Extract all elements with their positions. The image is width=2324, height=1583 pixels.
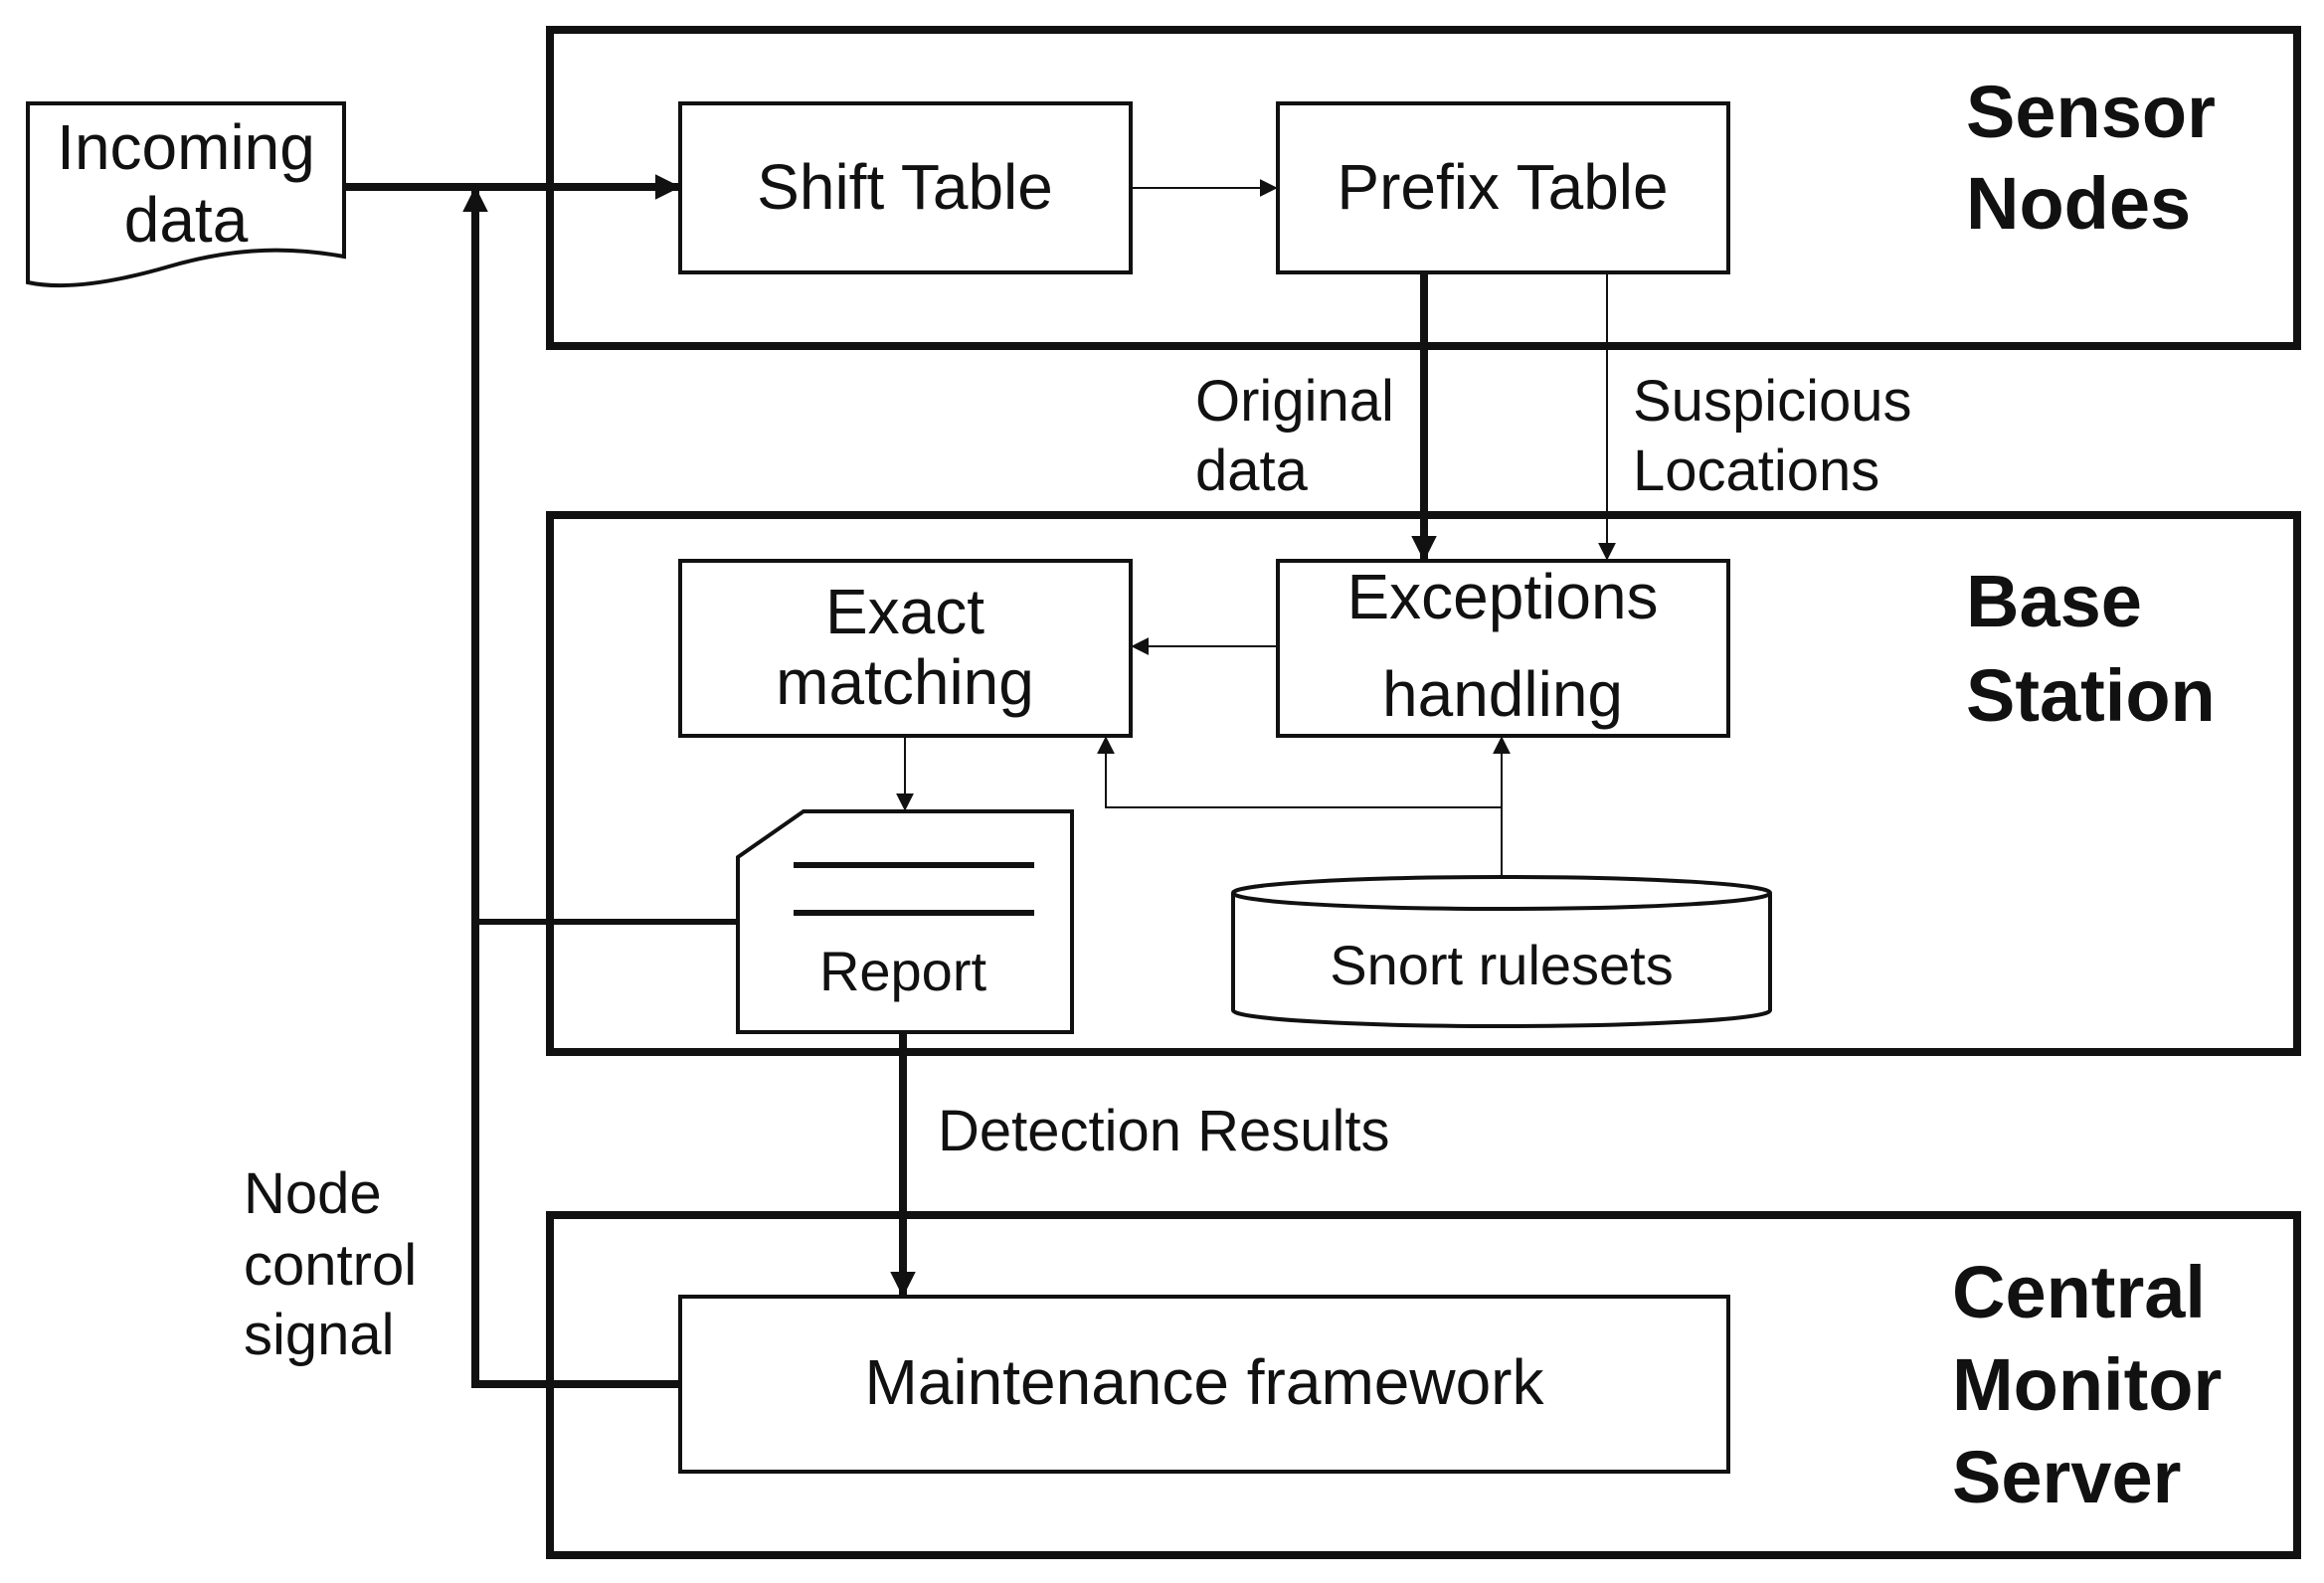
label-original-data: Original <box>1195 369 1394 434</box>
region-base-station: Base Station <box>546 511 2301 1056</box>
report-label: Report <box>819 940 987 1002</box>
incoming-data-label-line2: data <box>124 184 249 256</box>
node-report: Report <box>736 809 1074 1034</box>
label-node-control-signal-line2: control <box>244 1233 417 1298</box>
label-original-data-line2: data <box>1195 439 1309 503</box>
incoming-data-label: Incoming <box>57 111 315 183</box>
shift-table-label: Shift Table <box>757 151 1053 223</box>
label-node-control-signal-line3: signal <box>244 1303 395 1367</box>
edge-snort-to-exact <box>1097 736 1502 808</box>
region-title-central-monitor-line2: Monitor <box>1952 1343 2222 1426</box>
exact-matching-label: Exact <box>825 576 984 647</box>
exact-matching-label-line2: matching <box>776 646 1034 718</box>
snort-rulesets-label: Snort rulesets <box>1330 934 1674 996</box>
label-node-control-signal: Node <box>244 1161 382 1226</box>
label-detection-results: Detection Results <box>938 1099 1390 1163</box>
node-snort-rulesets: Snort rulesets <box>1231 875 1772 1028</box>
region-title-base-station: Base <box>1966 560 2142 642</box>
region-title-central-monitor: Central <box>1952 1251 2206 1333</box>
label-suspicious-locations-line2: Locations <box>1633 439 1879 503</box>
node-incoming-data: Incoming data <box>26 101 346 288</box>
label-suspicious-locations: Suspicious <box>1633 369 1911 434</box>
edge-node-control-signal <box>462 186 680 1388</box>
region-title-base-station-line2: Station <box>1966 654 2216 737</box>
exceptions-handling-label-line2: handling <box>1382 658 1623 730</box>
region-title-sensor-nodes-line2: Nodes <box>1966 162 2191 245</box>
node-shift-table: Shift Table <box>678 101 1133 274</box>
maintenance-framework-label: Maintenance framework <box>865 1346 1545 1418</box>
exceptions-handling-label: Exceptions <box>1346 561 1658 632</box>
region-title-sensor-nodes: Sensor <box>1966 71 2216 153</box>
node-exact-matching: Exact matching <box>678 559 1133 738</box>
prefix-table-label: Prefix Table <box>1337 151 1668 223</box>
region-title-central-monitor-line3: Server <box>1952 1436 2181 1518</box>
node-exceptions-handling: Exceptions handling <box>1276 559 1730 738</box>
node-prefix-table: Prefix Table <box>1276 101 1730 274</box>
node-maintenance-framework: Maintenance framework <box>678 1295 1730 1474</box>
